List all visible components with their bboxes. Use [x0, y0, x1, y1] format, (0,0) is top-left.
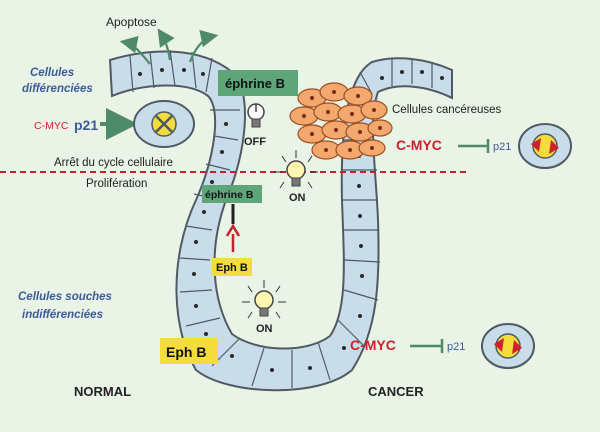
ephrine-b-top-label: éphrine B — [225, 76, 285, 91]
ephrine-b-mid-label: éphrine B — [205, 189, 254, 201]
ephrine-b-top-box — [218, 70, 298, 96]
apoptose-label: Apoptose — [106, 15, 157, 29]
bulb-off-icon — [247, 103, 265, 128]
eph-b-bottom-label: Eph B — [166, 344, 206, 360]
cellules-souches-line2: indifférenciées — [22, 309, 103, 321]
eph-b-mid-label: Eph B — [216, 262, 248, 274]
bulb-on-upper-icon — [274, 150, 318, 189]
cmyc-cancer-label-1: C-MYC — [396, 137, 442, 153]
eph-arrow — [225, 223, 241, 252]
arrested-cell-icon — [133, 100, 195, 148]
arret-label: Arrêt du cycle cellulaire — [54, 157, 173, 169]
cancer-label: CANCER — [368, 384, 424, 399]
cell-nuclei — [138, 68, 444, 372]
apoptosis-arrows — [119, 28, 219, 65]
on-lower-label: ON — [256, 323, 273, 335]
p21-normal-label: p21 — [74, 117, 98, 133]
cmyc-normal-label: C-MYC — [34, 120, 69, 132]
cellules-differenciees-line1: Cellules — [30, 67, 74, 79]
cancer-cell-nuclei — [302, 90, 382, 152]
dividing-cell-icon-1 — [518, 123, 572, 169]
eph-b-bottom-box — [160, 338, 218, 364]
p21-cancer-label-2: p21 — [447, 341, 465, 353]
cellules-cancereuses-label: Cellules cancéreuses — [392, 104, 502, 116]
p21-cancer-label-1: p21 — [493, 141, 511, 153]
on-upper-label: ON — [289, 192, 306, 204]
eph-b-mid-box — [212, 258, 252, 276]
off-label: OFF — [244, 136, 266, 148]
cellules-differenciees-line2: différenciées — [22, 83, 93, 95]
dividing-cell-icon-2 — [481, 323, 535, 369]
bulb-on-lower-icon — [242, 280, 286, 319]
cmyc-cancer-label-2: C-MYC — [350, 337, 396, 353]
ephrine-b-mid-box — [202, 185, 262, 203]
normal-label: NORMAL — [74, 384, 131, 399]
proliferation-label: Prolifération — [86, 178, 147, 190]
cellules-souches-line1: Cellules souches — [18, 291, 112, 303]
